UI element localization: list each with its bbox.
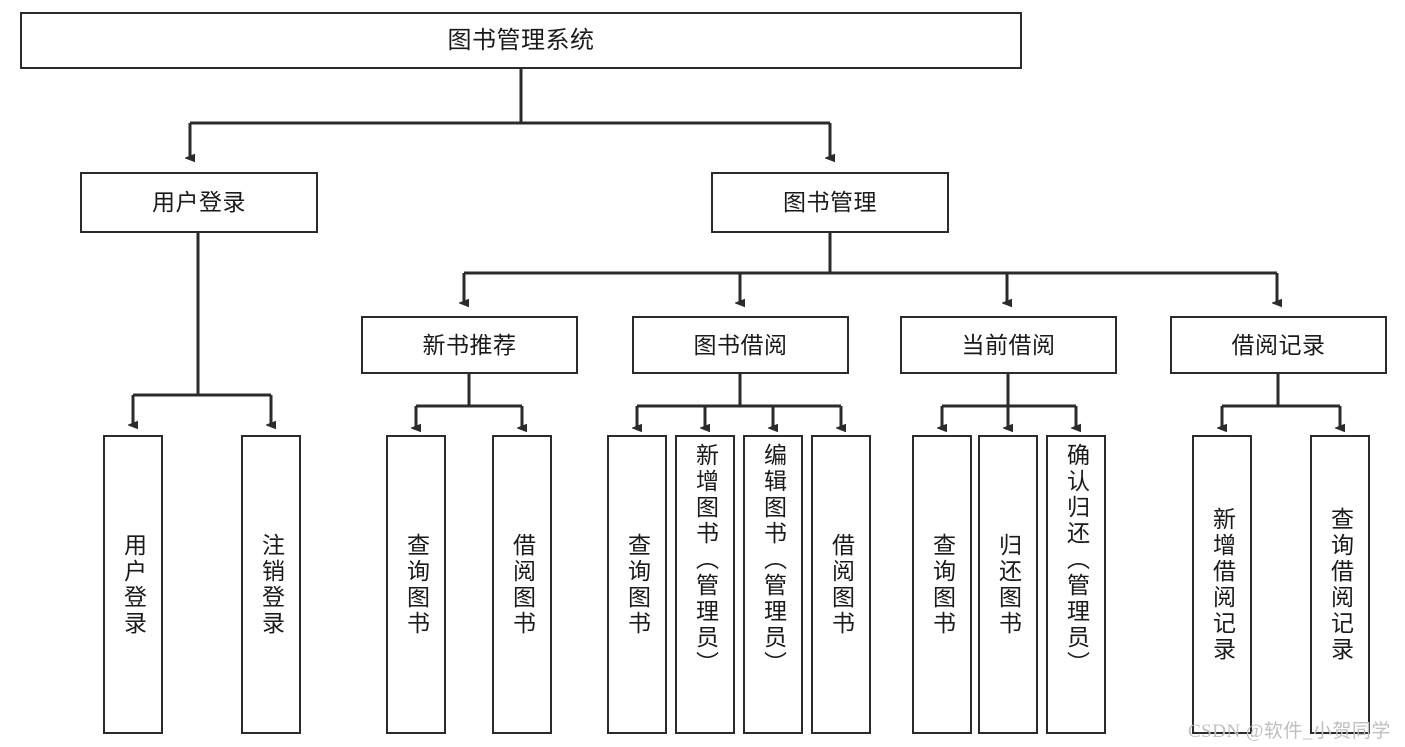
- node-label: 注销登录: [258, 532, 285, 637]
- node-label: 图书管理系统: [447, 26, 595, 54]
- node-label: 查询图书: [624, 532, 651, 637]
- node-leaf-query-books-borrow[interactable]: 查询图书: [607, 435, 667, 734]
- node-label: 借阅记录: [1231, 331, 1326, 358]
- node-leaf-add-borrow-record[interactable]: 新增借阅记录: [1192, 435, 1252, 734]
- csdn-watermark: CSDN @软件_小贺同学: [1188, 721, 1391, 742]
- node-label: 当前借阅: [961, 331, 1056, 358]
- node-label: 查询借阅记录: [1327, 506, 1354, 663]
- node-label: 确认归还（管理员）: [1063, 443, 1090, 677]
- node-label: 用户登录: [120, 532, 147, 637]
- node-borrow-records[interactable]: 借阅记录: [1170, 316, 1387, 374]
- node-new-book-recommendation[interactable]: 新书推荐: [361, 316, 578, 374]
- node-leaf-borrow-books[interactable]: 借阅图书: [811, 435, 871, 734]
- node-label: 图书借阅: [693, 331, 788, 358]
- node-leaf-query-borrow-record[interactable]: 查询借阅记录: [1310, 435, 1370, 734]
- node-leaf-query-books-current[interactable]: 查询图书: [912, 435, 972, 734]
- node-book-borrowing[interactable]: 图书借阅: [632, 316, 849, 374]
- node-leaf-return-books[interactable]: 归还图书: [978, 435, 1038, 734]
- node-label: 归还图书: [995, 532, 1022, 637]
- node-label: 查询图书: [403, 532, 430, 637]
- node-user-login[interactable]: 用户登录: [80, 172, 318, 233]
- node-leaf-borrow-books-recommend[interactable]: 借阅图书: [492, 435, 552, 734]
- node-label: 借阅图书: [509, 532, 536, 637]
- node-label: 用户登录: [152, 189, 246, 216]
- node-root-book-management-system[interactable]: 图书管理系统: [20, 12, 1022, 69]
- node-label: 新书推荐: [422, 331, 517, 358]
- node-current-borrowings[interactable]: 当前借阅: [900, 316, 1117, 374]
- node-leaf-query-books-recommend[interactable]: 查询图书: [386, 435, 446, 734]
- node-leaf-confirm-return-admin[interactable]: 确认归还（管理员）: [1046, 435, 1106, 734]
- node-label: 借阅图书: [828, 532, 855, 637]
- node-label: 图书管理: [783, 189, 877, 216]
- node-label: 查询图书: [929, 532, 956, 637]
- node-book-management[interactable]: 图书管理: [711, 172, 949, 233]
- node-label: 编辑图书（管理员）: [760, 443, 787, 677]
- node-label: 新增图书（管理员）: [692, 443, 719, 677]
- node-leaf-edit-book-admin[interactable]: 编辑图书（管理员）: [743, 435, 803, 734]
- node-label: 新增借阅记录: [1209, 506, 1236, 663]
- node-leaf-user-login[interactable]: 用户登录: [103, 435, 163, 734]
- node-leaf-add-book-admin[interactable]: 新增图书（管理员）: [675, 435, 735, 734]
- node-leaf-logout[interactable]: 注销登录: [241, 435, 301, 734]
